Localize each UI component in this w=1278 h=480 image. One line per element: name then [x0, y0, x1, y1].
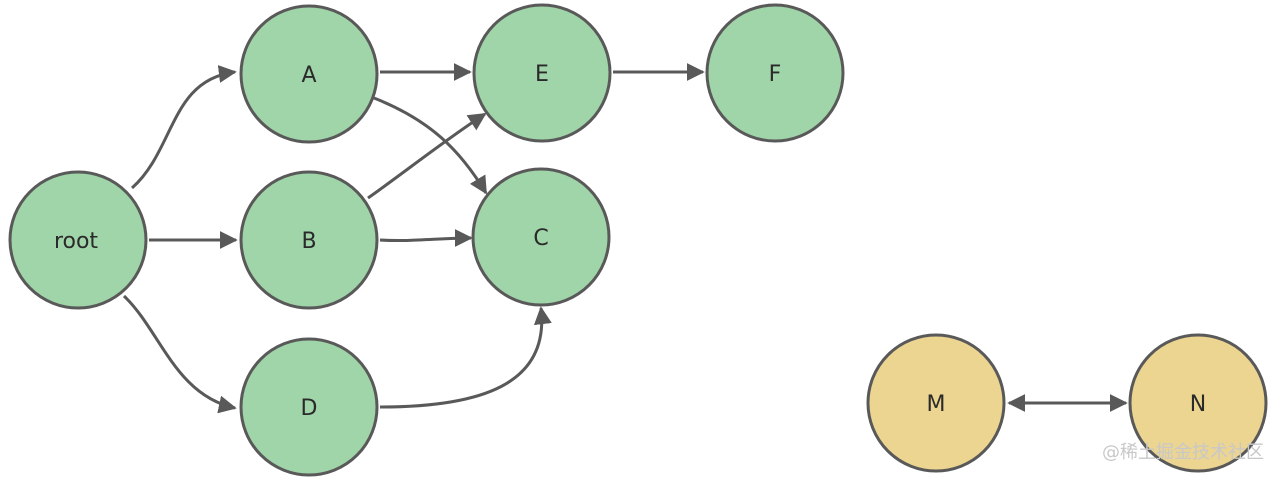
- node-f: F: [705, 3, 845, 143]
- edge-d-c: [379, 306, 552, 409]
- node-c-label: C: [533, 226, 548, 251]
- node-b-circle: [239, 170, 379, 310]
- node-e-circle: [472, 3, 612, 143]
- watermark: @稀土掘金技术社区: [1102, 442, 1264, 463]
- node-root-circle: [8, 170, 148, 310]
- node-a-circle: [239, 4, 379, 144]
- node-m: M: [866, 333, 1006, 473]
- node-c: C: [471, 167, 611, 307]
- edge-root-d: [122, 294, 237, 414]
- node-m-label: M: [927, 392, 946, 417]
- edge-b-e: [367, 112, 487, 200]
- node-d-label: D: [301, 396, 318, 421]
- node-d: D: [239, 337, 379, 477]
- edge-root-a: [131, 65, 237, 190]
- node-e: E: [472, 3, 612, 143]
- node-root-label: root: [54, 229, 98, 254]
- node-b-label: B: [301, 229, 316, 254]
- node-n-label: N: [1190, 392, 1206, 417]
- edge-b-c: [379, 229, 473, 248]
- node-e-label: E: [535, 62, 549, 87]
- node-m-circle: [866, 333, 1006, 473]
- node-c-circle: [471, 167, 611, 307]
- node-n-circle: [1128, 333, 1268, 473]
- node-f-label: F: [769, 62, 782, 87]
- edge-a-c: [373, 96, 488, 195]
- node-a: A: [239, 4, 379, 144]
- node-n: N: [1128, 333, 1268, 473]
- node-b: B: [239, 170, 379, 310]
- node-d-circle: [239, 337, 379, 477]
- node-root: root: [8, 170, 148, 310]
- edges: [122, 63, 1128, 414]
- node-f-circle: [705, 3, 845, 143]
- node-a-label: A: [301, 63, 316, 88]
